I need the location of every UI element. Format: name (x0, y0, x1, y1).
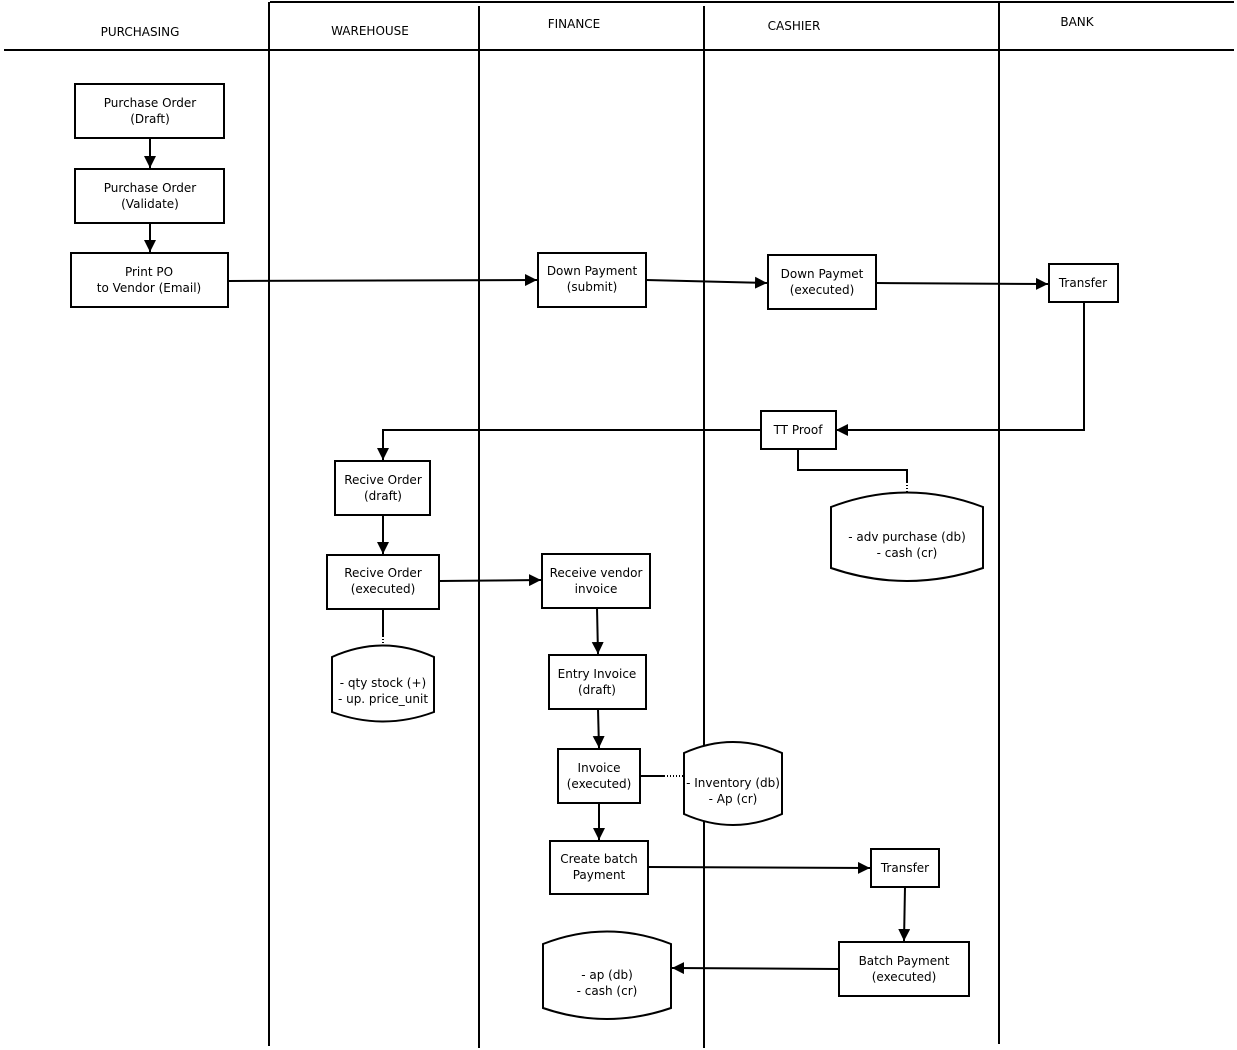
db-ap-cash: - ap (db) - cash (cr) (542, 930, 672, 1020)
db-adv-purchase: - adv purchase (db) - cash (cr) (830, 491, 984, 582)
arrow-dp-submit-to-executed (645, 276, 768, 289)
node-ro-executed: Recive Order (executed) (326, 554, 440, 610)
node-batch-executed: Batch Payment (executed) (838, 941, 970, 997)
db-label: - cash (cr) (577, 984, 638, 998)
arrow-transfer-to-tt-proof (836, 302, 1085, 436)
lane-title-cashier: CASHIER (768, 19, 821, 33)
node-batch-create: Create batch Payment (549, 840, 649, 895)
node-label: Receive vendor (550, 566, 643, 580)
node-label: (submit) (567, 280, 618, 294)
node-po-draft: Purchase Order (Draft) (74, 83, 225, 139)
node-label: Recive Order (344, 566, 422, 580)
arrow-print-to-dp-submit (227, 274, 538, 287)
node-label: Recive Order (344, 473, 422, 487)
node-label: Print PO (125, 265, 173, 279)
lane-grid (4, 1, 1234, 1048)
db-label: - adv purchase (db) (848, 530, 966, 544)
arrow-dp-executed-to-transfer (875, 277, 1049, 290)
link-tt-proof-to-db (797, 449, 908, 482)
node-label: TT Proof (773, 423, 824, 437)
node-invoice-executed: Invoice (executed) (557, 748, 641, 804)
lane-title-purchasing: PURCHASING (101, 25, 180, 39)
lane-title-bank: BANK (1060, 15, 1094, 29)
node-label: (Draft) (130, 112, 170, 126)
node-label: Entry Invoice (558, 667, 637, 681)
db-label: - Inventory (db) (686, 776, 780, 790)
node-po-validate: Purchase Order (Validate) (74, 168, 225, 224)
arrow-batch-executed-to-db (671, 962, 840, 975)
node-label: (executed) (872, 970, 937, 984)
db-label: - qty stock (+) (340, 676, 426, 690)
node-dp-submit: Down Payment (submit) (537, 252, 647, 308)
node-label: (draft) (364, 489, 402, 503)
arrow-tt-proof-to-ro-draft (377, 429, 761, 460)
db-label: - Ap (cr) (709, 792, 758, 806)
node-transfer-cashier: Transfer (870, 848, 940, 888)
db-label: - cash (cr) (877, 546, 938, 560)
arrow-ro-to-receive-invoice (438, 574, 542, 587)
node-tt-proof: TT Proof (760, 410, 837, 450)
node-label: (Validate) (121, 197, 179, 211)
lane-title-finance: FINANCE (548, 17, 601, 31)
node-label: Transfer (1058, 276, 1107, 290)
node-label: (executed) (351, 582, 416, 596)
node-label: Down Paymet (781, 267, 864, 281)
lane-title-warehouse: WAREHOUSE (331, 24, 409, 38)
arrow-entry-to-invoice-executed (592, 708, 605, 749)
node-dp-executed: Down Paymet (executed) (767, 254, 877, 310)
node-print-po: Print PO to Vendor (Email) (70, 252, 229, 308)
node-label: invoice (575, 582, 618, 596)
node-label: (executed) (790, 283, 855, 297)
arrow-transfer-to-batch-executed (898, 886, 911, 942)
node-label: Invoice (578, 761, 621, 775)
node-label: Create batch (560, 852, 638, 866)
node-label: Purchase Order (104, 96, 196, 110)
db-stock: - qty stock (+) - up. price_unit (331, 644, 435, 723)
node-label: Batch Payment (859, 954, 950, 968)
node-label: Payment (573, 868, 626, 882)
node-ro-draft: Recive Order (draft) (334, 460, 431, 516)
node-receive-invoice: Receive vendor invoice (541, 553, 651, 609)
node-label: (executed) (567, 777, 632, 791)
arrow-batch-to-transfer (647, 861, 871, 874)
db-inventory: - Inventory (db) - Ap (cr) (683, 741, 783, 826)
node-label: Down Payment (547, 264, 638, 278)
node-entry-invoice: Entry Invoice (draft) (548, 654, 647, 710)
node-label: to Vendor (Email) (97, 281, 202, 295)
db-label: - up. price_unit (338, 692, 428, 706)
arrow-receive-to-entry-invoice (591, 607, 604, 655)
connectors (144, 138, 1085, 975)
node-label: Transfer (880, 861, 929, 875)
node-label: Purchase Order (104, 181, 196, 195)
node-transfer-bank: Transfer (1048, 263, 1119, 303)
db-label: - ap (db) (581, 968, 633, 982)
node-label: (draft) (578, 683, 616, 697)
